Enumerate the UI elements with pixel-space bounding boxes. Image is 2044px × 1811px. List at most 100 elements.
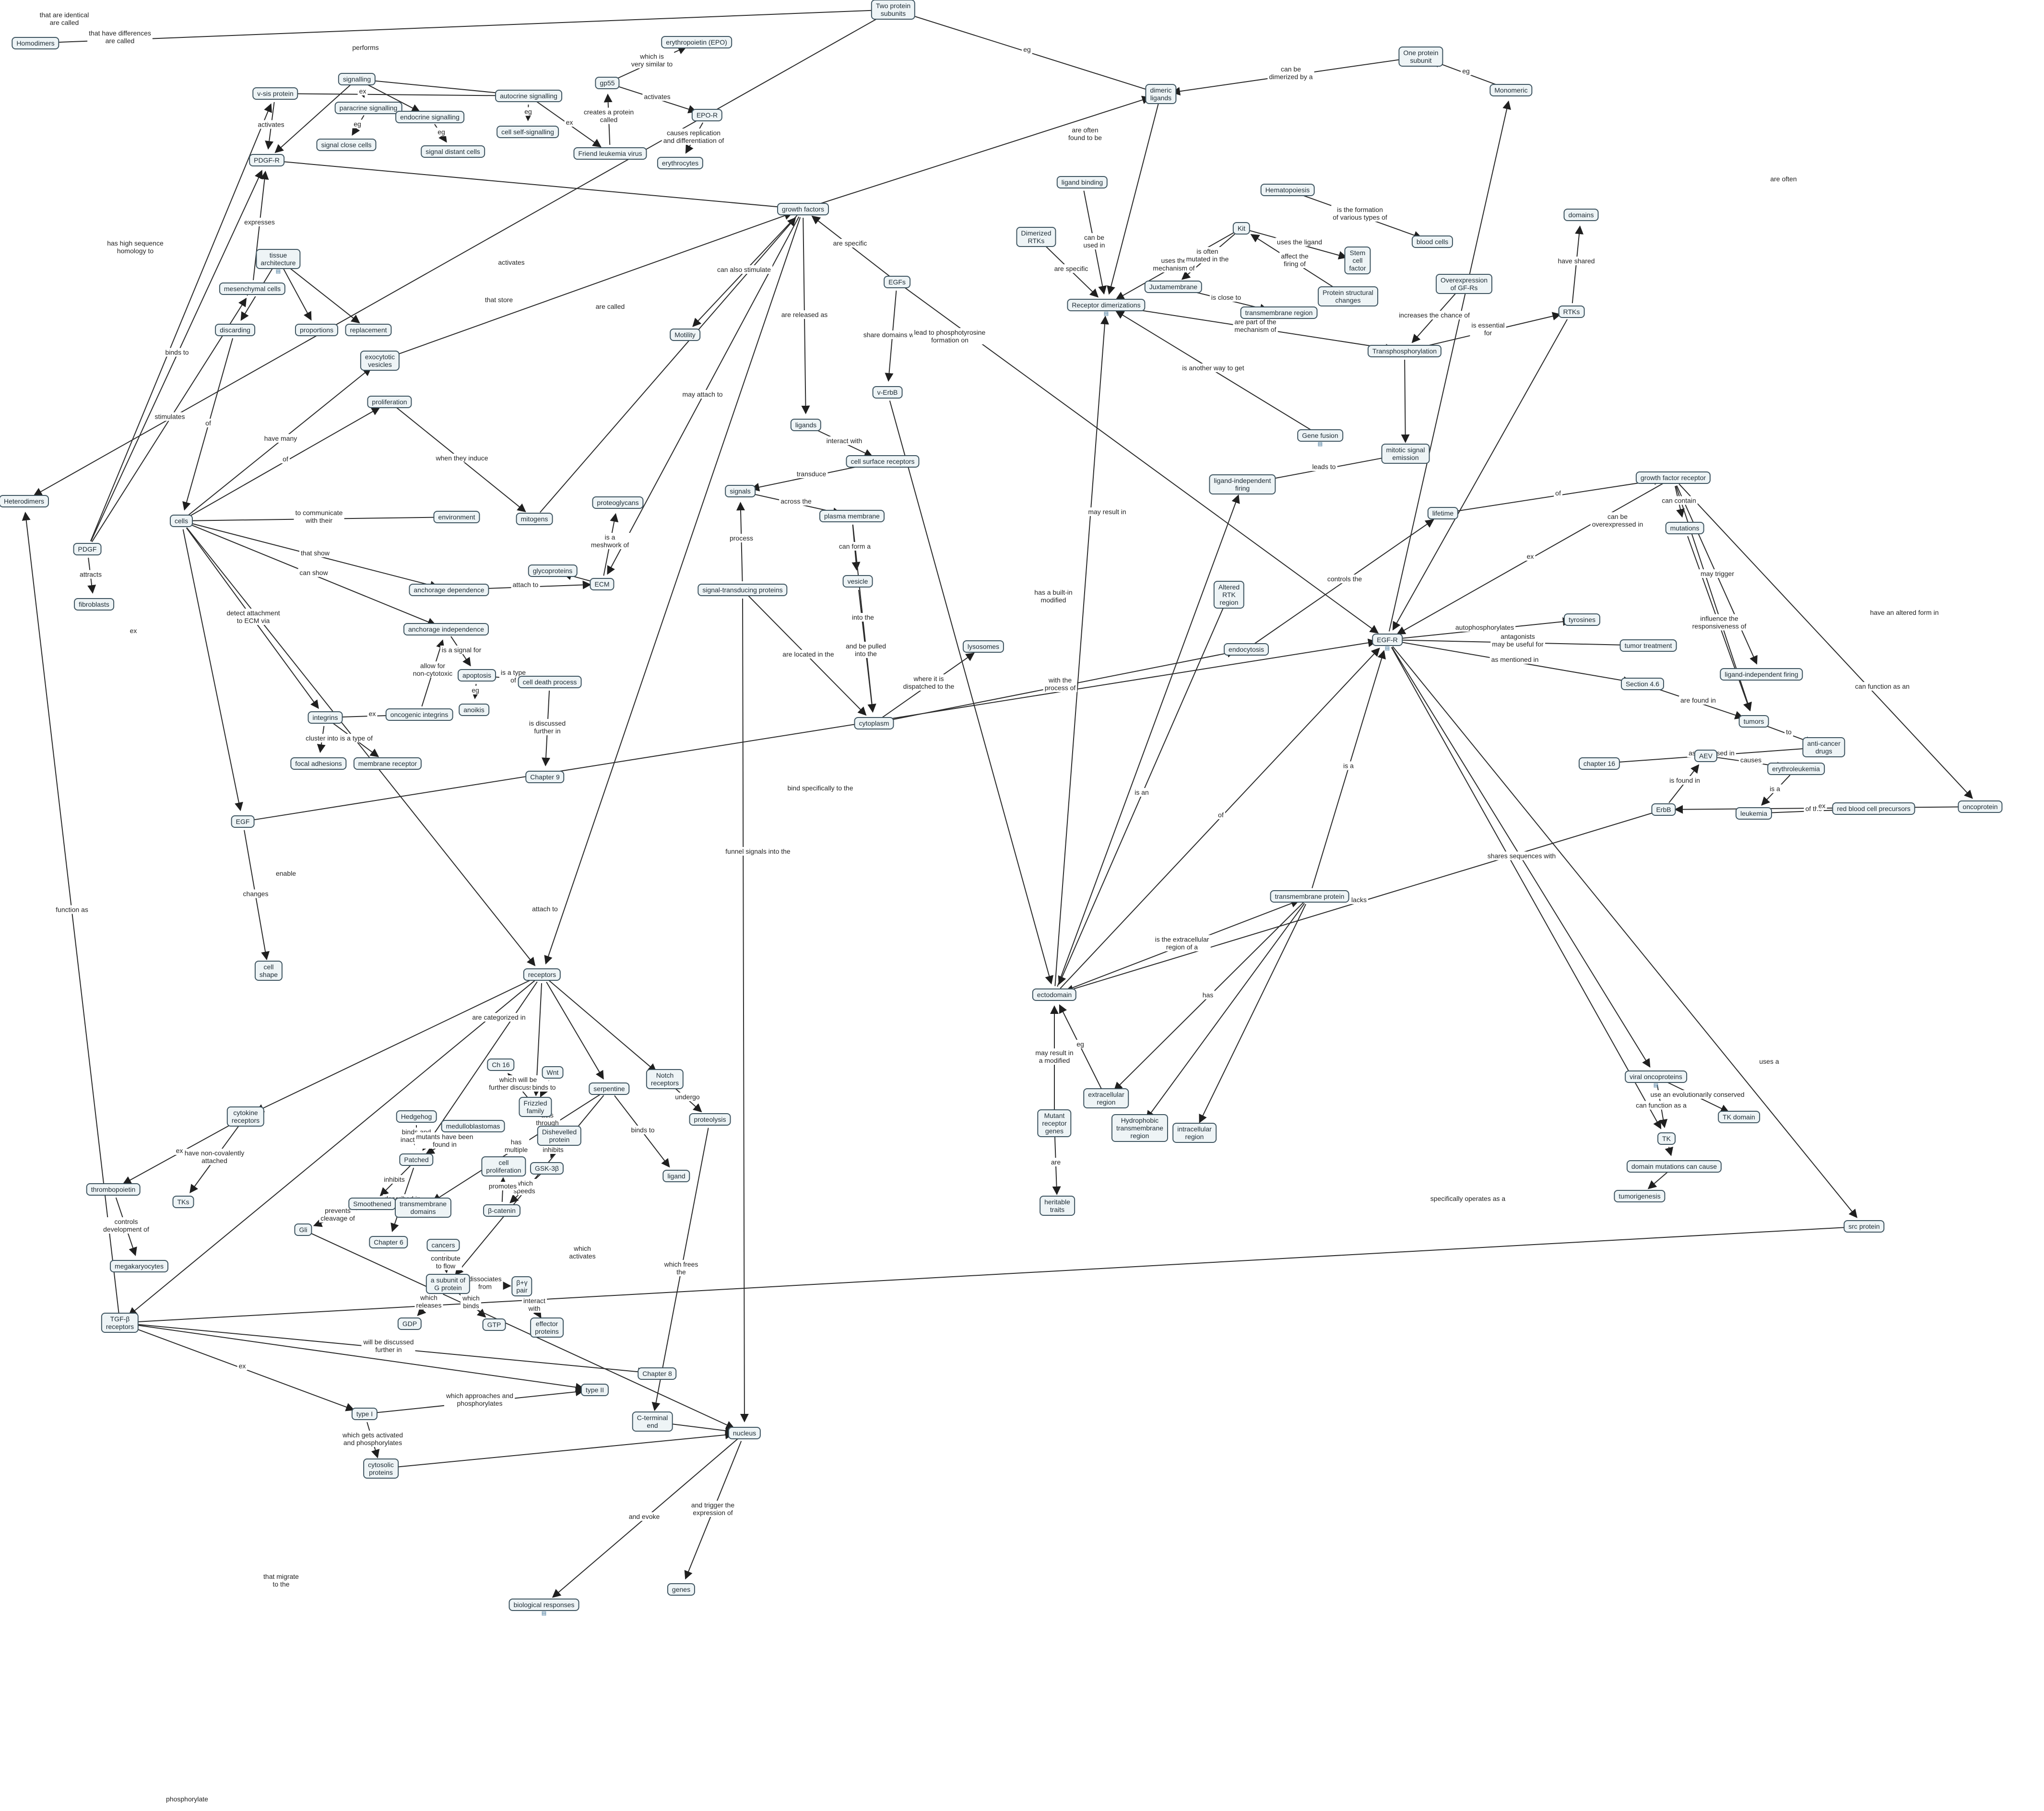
concept-hemato[interactable]: Hematopoiesis: [1260, 184, 1315, 196]
concept-discard[interactable]: discarding: [215, 324, 255, 336]
concept-one[interactable]: One protein subunit: [1398, 47, 1443, 67]
concept-juxta[interactable]: Juxtamembrane: [1144, 281, 1203, 293]
concept-prolif[interactable]: proliferation: [367, 396, 412, 408]
concept-intrareg[interactable]: intracellular region: [1172, 1123, 1217, 1143]
concept-vsis[interactable]: v-sis protein: [252, 87, 298, 100]
concept-psc[interactable]: Protein structural changes: [1318, 286, 1378, 306]
concept-bioresp[interactable]: biological responses: [508, 1599, 579, 1611]
concept-mutgenes[interactable]: Mutant receptor genes: [1037, 1109, 1072, 1137]
concept-bg[interactable]: β+γ pair: [511, 1276, 532, 1296]
concept-autocrine[interactable]: autocrine signalling: [495, 90, 562, 102]
concept-sigclose[interactable]: signal close cells: [316, 139, 377, 151]
concept-transprot[interactable]: transmembrane protein: [1270, 890, 1349, 903]
concept-frizzled[interactable]: Frizzled family: [519, 1097, 552, 1117]
concept-cellprolif[interactable]: cell proliferation: [481, 1156, 526, 1176]
concept-mega[interactable]: megakaryocytes: [110, 1260, 168, 1272]
concept-env[interactable]: environment: [433, 511, 480, 523]
concept-growth[interactable]: growth factors: [777, 203, 829, 215]
concept-heritable[interactable]: heritable traits: [1040, 1196, 1075, 1216]
concept-ligbind[interactable]: ligand binding: [1056, 176, 1108, 188]
concept-ch16b[interactable]: Ch 16: [487, 1058, 515, 1071]
concept-notch[interactable]: Notch receptors: [646, 1069, 684, 1089]
concept-sec46[interactable]: Section 4.6: [1620, 678, 1665, 690]
concept-dommut[interactable]: domain mutations can cause: [1626, 1160, 1722, 1173]
concept-gp55[interactable]: gp55: [595, 77, 620, 89]
concept-lifetime[interactable]: lifetime: [1427, 507, 1459, 519]
concept-focal[interactable]: focal adhesions: [290, 757, 347, 770]
concept-kit[interactable]: Kit: [1232, 222, 1251, 235]
concept-domains[interactable]: domains: [1563, 209, 1599, 221]
concept-tkis[interactable]: TKs: [172, 1196, 194, 1208]
concept-fibro[interactable]: fibroblasts: [74, 598, 114, 611]
concept-hetero[interactable]: Heterodimers: [0, 495, 49, 507]
concept-vesicle[interactable]: vesicle: [842, 575, 873, 588]
concept-dimrtk[interactable]: Dimerized RTKs: [1016, 227, 1056, 247]
concept-gdp[interactable]: GDP: [397, 1317, 422, 1330]
concept-ancdep[interactable]: anchorage dependence: [409, 584, 489, 596]
concept-rtks[interactable]: RTKs: [1558, 306, 1585, 318]
concept-pm[interactable]: plasma membrane: [819, 510, 885, 522]
concept-hedgehog[interactable]: Hedgehog: [396, 1110, 437, 1123]
concept-proport[interactable]: proportions: [295, 324, 339, 336]
concept-paracrine[interactable]: paracrine signalling: [334, 102, 402, 114]
concept-oncint[interactable]: oncogenic integrins: [385, 708, 453, 721]
concept-tk[interactable]: TK: [1657, 1132, 1676, 1145]
concept-motility[interactable]: Motility: [670, 329, 700, 341]
concept-tyro[interactable]: tyrosines: [1563, 613, 1601, 626]
concept-glyco[interactable]: glycoproteins: [528, 564, 578, 577]
concept-epo[interactable]: erythropoietin (EPO): [661, 36, 732, 48]
concept-endocrine[interactable]: endocrine signalling: [395, 111, 464, 123]
concept-gli[interactable]: Gli: [294, 1223, 312, 1236]
concept-lyso[interactable]: lysosomes: [962, 640, 1004, 653]
concept-receptors[interactable]: receptors: [523, 968, 561, 981]
concept-lif2[interactable]: ligand-independent firing: [1720, 668, 1803, 681]
concept-signals[interactable]: signals: [725, 485, 756, 497]
concept-patched[interactable]: Patched: [399, 1153, 434, 1166]
concept-pdgfr[interactable]: PDGF-R: [249, 154, 284, 166]
concept-smooth[interactable]: Smoothened: [348, 1198, 396, 1210]
concept-hydro[interactable]: Hydrophobic transmembrane region: [1111, 1114, 1169, 1142]
concept-tmd[interactable]: transmembrane domains: [394, 1198, 452, 1218]
concept-gtp[interactable]: GTP: [482, 1318, 506, 1331]
concept-rbcp[interactable]: red blood cell precursors: [1832, 802, 1915, 815]
concept-wnt[interactable]: Wnt: [542, 1066, 564, 1079]
concept-erythro[interactable]: erythrocytes: [657, 157, 704, 169]
concept-ancind[interactable]: anchorage independence: [403, 623, 489, 635]
concept-medullo[interactable]: medulloblastomas: [441, 1120, 505, 1132]
concept-tumtreat[interactable]: tumor treatment: [1619, 639, 1677, 652]
concept-tumorgen[interactable]: tumorigenesis: [1614, 1190, 1666, 1202]
concept-erythroleuk[interactable]: erythroleukemia: [1767, 763, 1825, 775]
concept-two[interactable]: Two protein subunits: [871, 0, 916, 20]
concept-ligindep[interactable]: ligand-independent firing: [1209, 474, 1276, 494]
concept-blood[interactable]: blood cells: [1411, 235, 1453, 248]
concept-ch8[interactable]: Chapter 8: [638, 1367, 677, 1380]
concept-shape[interactable]: cell shape: [254, 961, 283, 981]
concept-egf[interactable]: EGF: [231, 815, 255, 828]
concept-dishev[interactable]: Dishevelled protein: [537, 1126, 582, 1146]
concept-ligands[interactable]: ligands: [790, 419, 822, 431]
concept-gsk[interactable]: GSK-3β: [530, 1162, 564, 1175]
concept-src[interactable]: src protein: [1843, 1220, 1885, 1233]
concept-erbb[interactable]: ErbB: [1651, 803, 1676, 816]
concept-ecto[interactable]: ectodomain: [1032, 988, 1077, 1001]
concept-genes[interactable]: genes: [667, 1583, 696, 1596]
concept-mono[interactable]: Monomeric: [1489, 84, 1533, 96]
concept-ch16[interactable]: chapter 16: [1578, 757, 1620, 770]
concept-effector[interactable]: effector proteins: [530, 1317, 564, 1338]
concept-nucleus[interactable]: nucleus: [728, 1427, 761, 1439]
concept-friend[interactable]: Friend leukemia virus: [573, 147, 647, 160]
concept-cytorec[interactable]: cytokine receptors: [226, 1106, 265, 1127]
concept-anoikis[interactable]: anoikis: [459, 704, 489, 716]
concept-cells[interactable]: cells: [169, 515, 193, 527]
concept-epor[interactable]: EPO-R: [691, 109, 723, 121]
concept-replace[interactable]: replacement: [345, 324, 392, 336]
concept-anticancer[interactable]: anti-cancer drugs: [1802, 737, 1845, 757]
concept-gfr[interactable]: growth factor receptor: [1635, 471, 1711, 484]
concept-signalling[interactable]: signalling: [338, 73, 376, 85]
concept-apop[interactable]: apoptosis: [458, 669, 496, 682]
concept-altered[interactable]: Altered RTK region: [1213, 581, 1245, 609]
concept-tkdomain[interactable]: TK domain: [1718, 1111, 1760, 1123]
concept-serpentine[interactable]: serpentine: [589, 1082, 630, 1095]
concept-sigdist[interactable]: signal distant cells: [421, 145, 485, 158]
concept-mitotic[interactable]: mitotic signal emission: [1381, 444, 1430, 464]
